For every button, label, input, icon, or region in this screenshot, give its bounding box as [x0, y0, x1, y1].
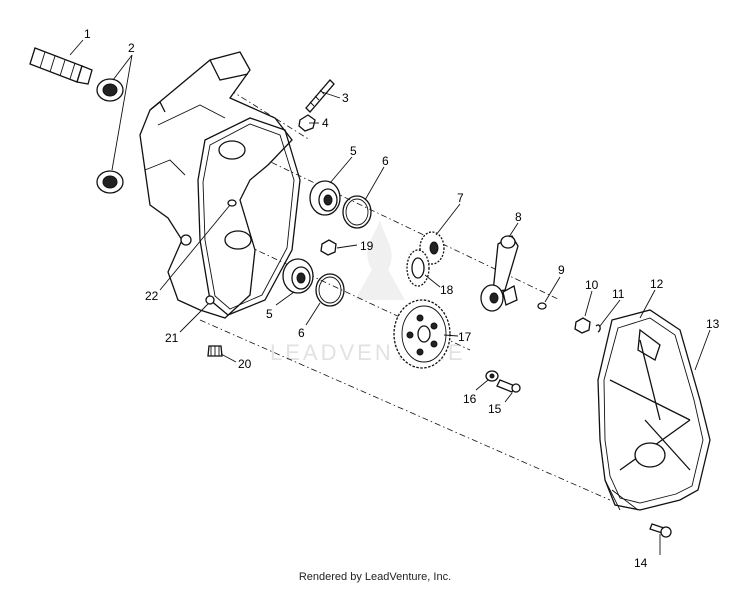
bolt-part-3 — [305, 79, 335, 113]
callout-9: 9 — [558, 263, 565, 277]
seal-part-2-upper — [96, 78, 124, 102]
footer-credit: Rendered by LeadVenture, Inc. — [298, 571, 452, 583]
callout-2: 2 — [128, 41, 135, 55]
nut-part-19 — [320, 239, 337, 256]
callout-14: 14 — [634, 556, 648, 570]
callout-11: 11 — [612, 287, 625, 301]
washer-part-9 — [537, 302, 547, 310]
plug-part-20 — [207, 345, 223, 357]
callout-6-upper: 6 — [382, 154, 389, 168]
callout-19: 19 — [360, 239, 374, 253]
callout-21: 21 — [165, 331, 179, 345]
callout-17: 17 — [458, 330, 472, 344]
callout-12: 12 — [650, 277, 664, 291]
bolt-part-14 — [649, 523, 672, 538]
washer-part-16 — [485, 370, 499, 382]
ring-part-6-upper — [342, 195, 372, 229]
tensioner-part-8 — [480, 235, 519, 312]
callout-15: 15 — [488, 402, 502, 416]
pin-part-11 — [595, 324, 601, 333]
callout-10: 10 — [585, 278, 599, 292]
dowel-part-22 — [227, 199, 237, 207]
chaincase-housing — [139, 51, 301, 319]
nut-part-4 — [298, 114, 316, 132]
sprocket-part-17 — [393, 299, 451, 369]
callout-22: 22 — [145, 289, 159, 303]
callout-5-upper: 5 — [350, 144, 357, 158]
callout-5-lower: 5 — [266, 307, 273, 321]
callout-3: 3 — [342, 91, 349, 105]
bearing-part-5-lower — [282, 258, 314, 294]
ring-part-6-lower — [315, 273, 345, 307]
callout-1: 1 — [84, 27, 91, 41]
callout-13: 13 — [706, 317, 720, 331]
seal-part-2-lower — [96, 170, 124, 194]
callout-7: 7 — [457, 191, 464, 205]
leader-lines — [69, 39, 711, 555]
watermark-emblem — [355, 220, 405, 300]
sprocket-part-18 — [406, 249, 430, 287]
nut-part-10 — [574, 317, 591, 334]
callout-18: 18 — [440, 283, 454, 297]
bearing-part-5-upper — [309, 180, 341, 216]
callout-20: 20 — [238, 357, 252, 371]
shaft-part-1 — [29, 47, 93, 85]
callout-8: 8 — [515, 210, 522, 224]
callout-16: 16 — [463, 392, 477, 406]
bolt-part-15 — [496, 379, 521, 393]
callout-4: 4 — [322, 116, 329, 130]
chaincase-cover-part-12 — [597, 309, 711, 511]
callout-6-lower: 6 — [298, 326, 305, 340]
callout-labels: 1 2 3 4 5 6 7 8 9 10 11 12 13 14 15 16 1… — [84, 27, 720, 570]
